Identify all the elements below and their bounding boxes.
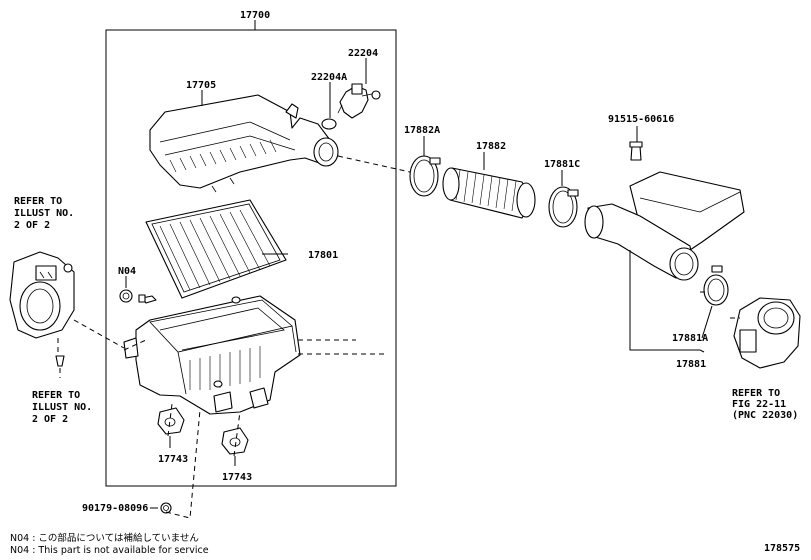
throttle-body-right[interactable] xyxy=(733,297,801,369)
ref-right-1: REFER TO xyxy=(732,388,780,399)
throttle-body-left[interactable] xyxy=(9,251,75,339)
inlet-screw[interactable] xyxy=(629,141,643,161)
hose-clamp-17881c[interactable] xyxy=(548,186,579,228)
left-screw[interactable] xyxy=(55,355,65,367)
footnote-en: N04 : This part is not available for ser… xyxy=(10,545,209,556)
label-assembly: 17700 xyxy=(240,10,270,21)
label-inlet: 17881 xyxy=(676,359,706,370)
intake-hose[interactable] xyxy=(442,167,536,219)
leader-lines xyxy=(125,58,713,509)
grommet-n04[interactable] xyxy=(119,289,133,303)
label-screw: 91515-60616 xyxy=(608,114,674,125)
small-bolt[interactable] xyxy=(138,294,157,304)
ref-left-top-2: ILLUST NO. xyxy=(14,208,74,219)
label-figure-id: 178575 xyxy=(764,543,800,554)
label-sensor-assy: 22204 xyxy=(348,48,378,59)
hose-clamp-17881a[interactable] xyxy=(703,265,729,306)
air-cleaner-cap[interactable] xyxy=(149,94,339,193)
intake-inlet-resonator[interactable] xyxy=(584,171,745,281)
assembly-boundary xyxy=(105,29,397,487)
mass-air-flow-sensor[interactable] xyxy=(337,83,381,119)
label-hose: 17882 xyxy=(476,141,506,152)
ref-left-top-3: 2 OF 2 xyxy=(14,220,50,231)
ref-left-bottom-2: ILLUST NO. xyxy=(32,402,92,413)
ref-left-bottom-3: 2 OF 2 xyxy=(32,414,68,425)
air-filter-element[interactable] xyxy=(145,199,287,299)
ref-left-top-1: REFER TO xyxy=(14,196,62,207)
bracket-right[interactable] xyxy=(221,427,249,455)
label-filter: 17801 xyxy=(308,250,338,261)
label-cap: 17705 xyxy=(186,80,216,91)
ref-right-2: FIG 22-11 xyxy=(732,399,786,410)
alignment-dashes xyxy=(57,155,740,519)
label-sensor-ring: 22204A xyxy=(311,72,347,83)
sensor-o-ring[interactable] xyxy=(321,118,337,130)
flange-nut[interactable] xyxy=(160,502,172,514)
label-clamp-a: 17882A xyxy=(404,125,440,136)
label-bracket-a: 17743 xyxy=(158,454,188,465)
hose-clamp-17882a[interactable] xyxy=(409,155,441,197)
label-clamp-c: 17881C xyxy=(544,159,580,170)
bracket-left[interactable] xyxy=(157,407,185,435)
label-n04: N04 xyxy=(118,266,136,277)
ref-left-bottom-1: REFER TO xyxy=(32,390,80,401)
label-bolt: 90179-08096 xyxy=(82,503,148,514)
air-cleaner-case[interactable] xyxy=(123,295,301,415)
footnote-jp: N04 : この部品については補給していません xyxy=(10,532,199,544)
label-bracket-b: 17743 xyxy=(222,472,252,483)
ref-right-3: (PNC 22030) xyxy=(732,410,798,421)
label-clamp-1a: 17881A xyxy=(672,333,708,344)
